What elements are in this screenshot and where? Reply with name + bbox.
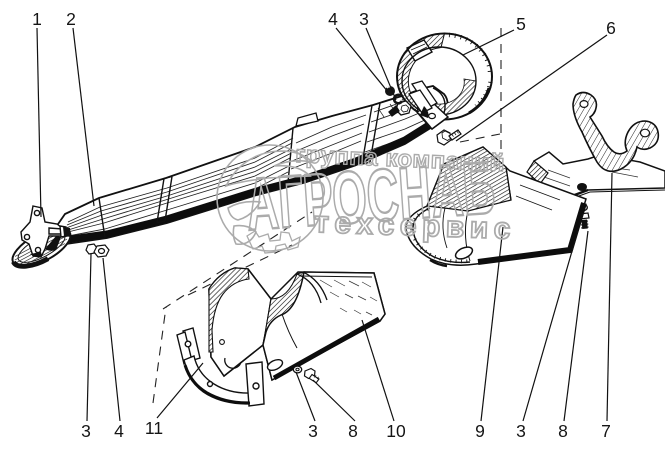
svg-text:10: 10 bbox=[386, 421, 406, 441]
svg-text:5: 5 bbox=[516, 14, 526, 34]
svg-text:АГРОСНАБ: АГРОСНАБ bbox=[243, 146, 497, 246]
svg-text:3: 3 bbox=[81, 421, 91, 441]
svg-text:3: 3 bbox=[359, 9, 369, 29]
svg-text:техсервис: техсервис bbox=[314, 206, 517, 246]
svg-text:8: 8 bbox=[348, 421, 358, 441]
svg-text:6: 6 bbox=[606, 18, 616, 38]
svg-text:2: 2 bbox=[66, 9, 76, 29]
svg-text:7: 7 bbox=[601, 421, 611, 441]
svg-text:8: 8 bbox=[558, 421, 568, 441]
svg-text:4: 4 bbox=[328, 9, 338, 29]
svg-text:9: 9 bbox=[475, 421, 485, 441]
svg-text:4: 4 bbox=[114, 421, 124, 441]
svg-text:11: 11 bbox=[145, 418, 163, 438]
svg-text:3: 3 bbox=[516, 421, 526, 441]
svg-text:1: 1 bbox=[32, 9, 42, 29]
svg-text:3: 3 bbox=[308, 421, 318, 441]
